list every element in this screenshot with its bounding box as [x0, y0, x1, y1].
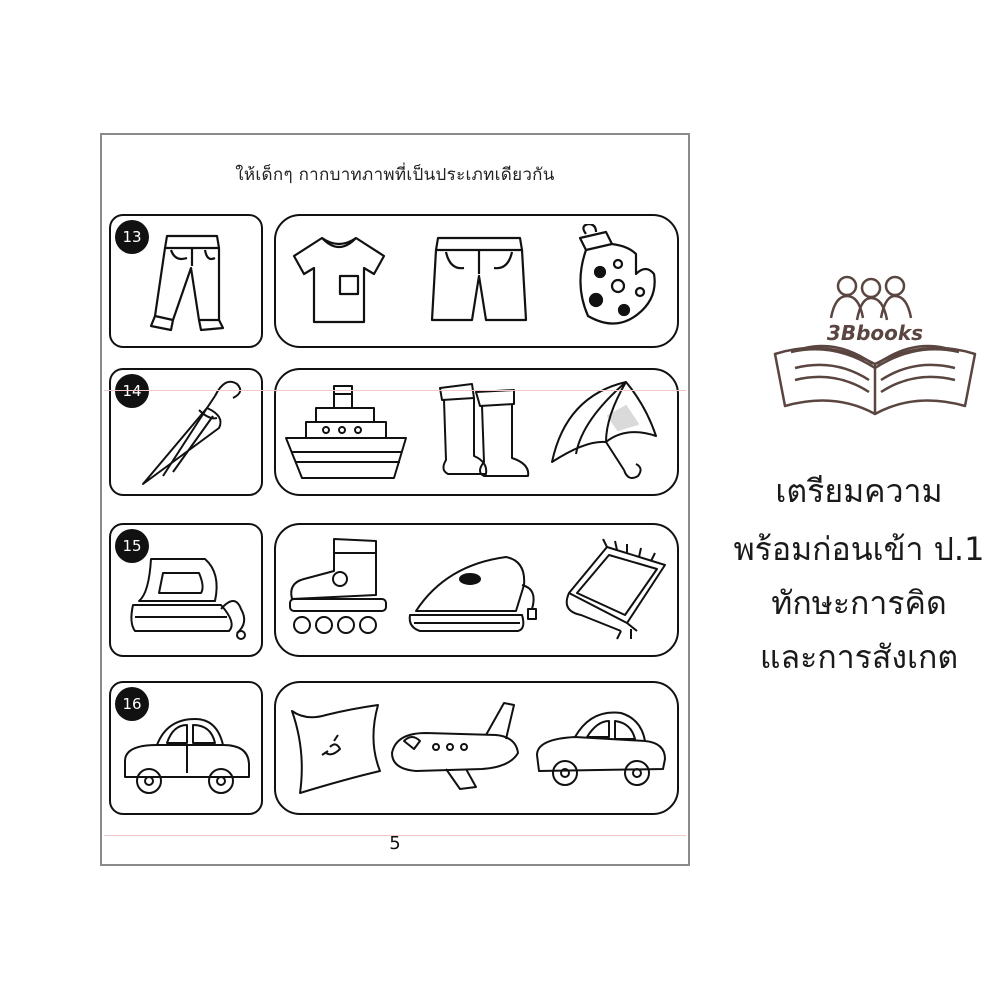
side-title-line-2: พร้อมก่อนเข้า ป.1: [733, 530, 985, 568]
question-16-box: 16: [109, 681, 263, 815]
instruction-text: ให้เด็กๆ กากบาทภาพที่เป็นประเภทเดียวกัน: [235, 165, 555, 185]
open-umbrella-icon[interactable]: [546, 376, 666, 486]
ship-icon[interactable]: [282, 382, 412, 486]
page-number: 5: [389, 833, 401, 854]
rain-boots-icon[interactable]: [434, 378, 534, 488]
question-13-box: 13: [109, 214, 263, 348]
question-14-box: 14: [109, 368, 263, 496]
side-title-line-3: ทักษะการคิด: [771, 584, 947, 622]
shirt-icon[interactable]: [284, 230, 394, 330]
toy-car-icon[interactable]: [531, 707, 671, 797]
question-13-choices: [274, 214, 679, 348]
oven-mitt-icon[interactable]: [566, 224, 666, 334]
question-14-choices: [274, 368, 679, 496]
shorts-icon[interactable]: [424, 230, 534, 330]
logo-text: 3Bbooks: [827, 321, 923, 345]
question-15-choices: [274, 523, 679, 657]
pillow-icon[interactable]: [286, 701, 386, 801]
side-title-line-1: เตรียมความ: [775, 472, 943, 510]
side-title-line-4: และการสังเกต: [759, 638, 959, 676]
closed-umbrella-icon: [142, 380, 242, 485]
airplane-icon[interactable]: [386, 697, 526, 797]
steam-iron-icon[interactable]: [406, 545, 546, 645]
question-number: 14: [115, 374, 149, 408]
question-15-box: 15: [109, 523, 263, 657]
iron-icon: [130, 558, 246, 640]
rug-icon[interactable]: [561, 535, 671, 645]
question-number: 16: [115, 687, 149, 721]
car-icon: [124, 718, 250, 794]
book-logo-icon: 3Bbooks: [773, 275, 977, 416]
question-16-choices: [274, 681, 679, 815]
question-number: 13: [115, 220, 149, 254]
roller-skate-icon[interactable]: [284, 535, 394, 645]
worksheet-page: ให้เด็กๆ กากบาทภาพที่เป็นประเภทเดียวกัน …: [100, 133, 690, 866]
pants-icon: [149, 234, 225, 332]
question-number: 15: [115, 529, 149, 563]
